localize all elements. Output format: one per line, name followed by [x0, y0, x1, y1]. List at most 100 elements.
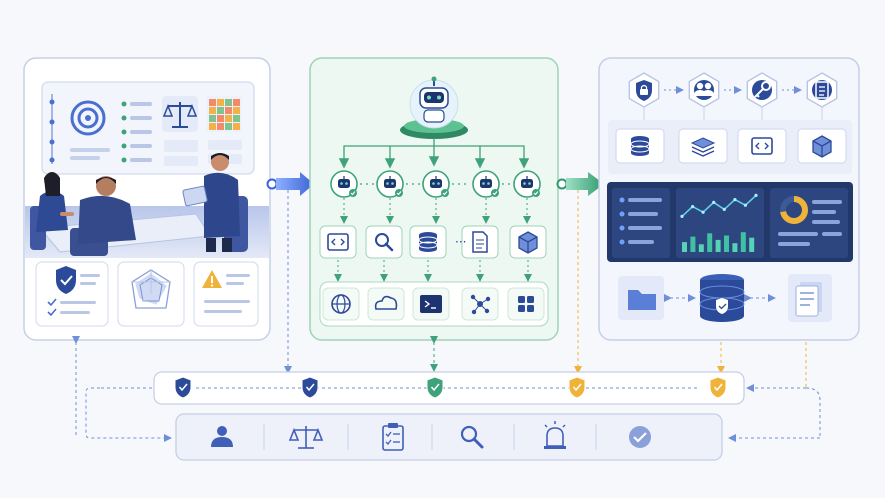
apps-grid-icon [518, 296, 534, 312]
step-hexagon [806, 72, 838, 108]
resource-card [322, 287, 360, 321]
dashboard-bar [698, 244, 704, 252]
resource-card [412, 287, 450, 321]
store-shelf [608, 120, 852, 174]
search-icon [375, 233, 394, 252]
warning-icon [202, 270, 222, 288]
cube-icon [812, 135, 832, 158]
magnifier-icon [460, 425, 484, 449]
secure-database-icon [699, 274, 745, 322]
agent-verified-badge [349, 189, 357, 197]
database-icon [630, 136, 650, 156]
store-card [615, 128, 665, 164]
agent-node [422, 170, 450, 198]
layers-icon [690, 137, 716, 157]
checklist-icon [815, 81, 829, 99]
dashboard-line-chart [681, 194, 757, 217]
agent-row [330, 170, 541, 224]
resource-card [461, 287, 499, 321]
store-card [678, 128, 728, 164]
shield-lock-icon [640, 84, 648, 95]
resource-row [322, 287, 545, 321]
guardrail-shield-icon [301, 376, 319, 399]
left-card-risk [193, 261, 259, 327]
agent-node [513, 170, 541, 198]
agent-node [330, 170, 358, 198]
line-point [680, 214, 684, 218]
dashboard-bar [682, 242, 687, 252]
tool-row: ··· [319, 225, 547, 282]
users-icon [694, 82, 714, 96]
tool-card [409, 225, 447, 259]
agent-verified-badge [441, 189, 449, 197]
dashboard-list [619, 197, 662, 245]
line-point [701, 210, 705, 214]
step-hexagon [628, 72, 660, 108]
left-card-policy [35, 261, 109, 327]
guardrail-shields [174, 376, 727, 399]
folder-icon [618, 276, 664, 320]
dashboard-bar [740, 232, 746, 252]
store-card [797, 128, 847, 164]
left-card-radar [117, 261, 185, 327]
checklist-lines [121, 101, 152, 163]
line-point [754, 193, 758, 197]
flow-arrow-left-to-center [266, 172, 314, 196]
access-control-steps [628, 72, 838, 120]
guardrail-shield-icon [568, 376, 586, 399]
store-card [737, 128, 787, 164]
scales-icon [162, 96, 198, 132]
scales-icon [288, 426, 324, 449]
cloud-icon [374, 295, 398, 310]
connector-lines [72, 190, 821, 442]
documents-icon [788, 274, 832, 322]
ellipsis-glyph: ··· [455, 235, 466, 249]
line-point [691, 205, 695, 209]
flow-arrow-center-to-right [556, 172, 604, 196]
step-hexagon [746, 72, 778, 108]
agent-verified-badge [395, 189, 403, 197]
dashboard-donut-chart [780, 196, 808, 224]
tool-card [319, 225, 357, 259]
dashboard-line-points [680, 193, 758, 218]
line-point [733, 198, 737, 202]
dashboard-bar [715, 239, 721, 252]
line-point [712, 200, 716, 204]
agent-distribution-lines [338, 138, 530, 169]
dashboard-bar [732, 243, 738, 252]
line-point [743, 203, 748, 207]
person-center [70, 176, 136, 256]
guardrail-shield-icon [709, 376, 727, 399]
tablet [182, 185, 208, 207]
robot-icon [400, 76, 468, 139]
step-hexagon [688, 72, 720, 108]
agent-node [376, 170, 404, 198]
line-point [722, 207, 726, 211]
user-icon [211, 426, 233, 447]
person-right [182, 153, 248, 252]
agent-node [472, 170, 500, 198]
monitoring-dashboard [607, 182, 853, 262]
heatmap-grid [206, 96, 242, 132]
target-icon [70, 100, 106, 136]
agent-verified-badge [532, 189, 540, 197]
dashboard-bar [690, 236, 696, 252]
guardrail-shield-icon [174, 376, 192, 399]
wall-screen [41, 81, 255, 175]
guardrail-shield-icon [426, 376, 444, 399]
tool-card [365, 225, 403, 259]
cube-icon [518, 231, 538, 254]
oversight-bar [175, 413, 723, 461]
check-circle-icon [629, 426, 651, 448]
shield-check-icon [56, 266, 76, 294]
guardrail-strip [153, 371, 745, 405]
left-panel [23, 57, 271, 341]
database-icon [418, 232, 438, 252]
network-icon [470, 294, 491, 315]
dashboard-bar [724, 235, 729, 252]
center-panel: ··· [309, 57, 559, 341]
terminal-icon [420, 295, 442, 313]
code-icon [751, 137, 773, 155]
globe-icon [331, 294, 351, 314]
